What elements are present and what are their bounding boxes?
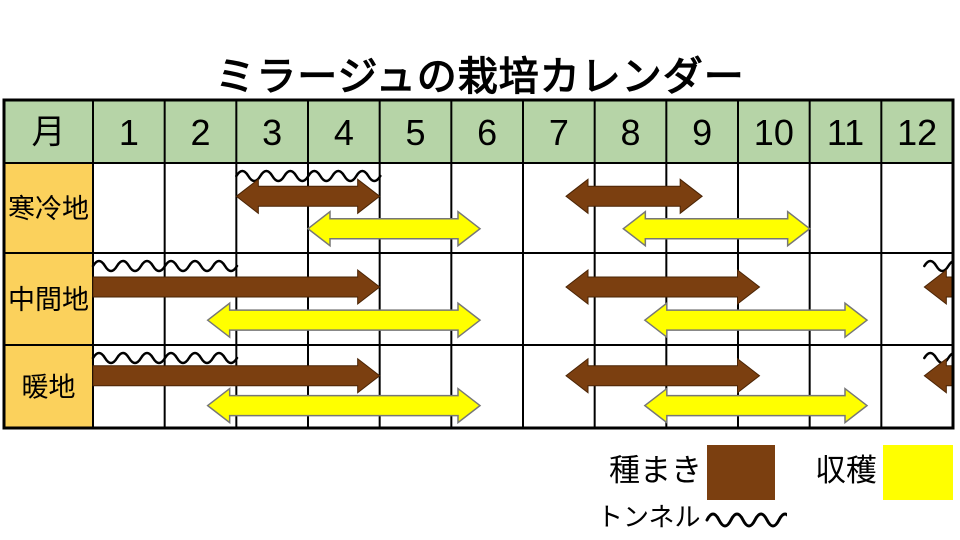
region-label: 寒冷地 (8, 194, 89, 224)
sowing-arrow (92, 357, 381, 394)
sowing-arrow (923, 357, 952, 394)
harvest-arrow (206, 387, 482, 425)
legend-harvest-label: 収穫 (815, 453, 877, 488)
tunnel-wave (91, 351, 239, 365)
tunnel-wave (235, 169, 382, 183)
legend-harvest-swatch (883, 445, 953, 500)
month-header-label: 12 (897, 112, 937, 153)
harvest-arrow (206, 301, 482, 339)
tunnel-wave (91, 259, 239, 273)
period-marks-layer (91, 169, 952, 425)
sowing-arrow (923, 269, 952, 306)
legend-tunnel-label: トンネル (597, 502, 701, 532)
legend-tunnel-wave (705, 512, 787, 528)
month-header-label: 9 (692, 112, 712, 153)
month-header-label: 5 (405, 112, 425, 153)
legend-tunnel-wave-icon (705, 512, 787, 528)
month-header-label: 1 (119, 112, 139, 153)
month-header-label: 10 (754, 112, 794, 153)
region-label: 中間地 (8, 285, 89, 315)
month-axis-title: 月 (32, 114, 66, 152)
harvest-arrow (306, 210, 482, 248)
page-title: ミラージュの栽培カレンダー (215, 55, 745, 99)
month-header-label: 6 (477, 112, 497, 153)
tunnel-wave (923, 259, 952, 273)
region-label: 暖地 (22, 373, 76, 403)
sowing-arrow (565, 178, 703, 215)
sowing-arrow (92, 269, 381, 306)
legend-sowing-swatch (707, 445, 775, 500)
sowing-arrow (565, 269, 761, 306)
harvest-arrow (643, 387, 869, 425)
legend-sowing-label: 種まき (609, 453, 702, 488)
month-header-label: 8 (620, 112, 640, 153)
month-header-label: 3 (262, 112, 282, 153)
table-outer-border (2, 98, 955, 430)
region-label-cell (4, 163, 93, 253)
sowing-arrow (235, 178, 381, 215)
header-row-background (4, 100, 953, 163)
month-header-label: 11 (827, 112, 864, 153)
region-label-cell (4, 345, 93, 428)
sowing-arrow (565, 357, 761, 394)
harvest-arrow (643, 301, 869, 339)
month-header-label: 2 (190, 112, 210, 153)
region-label-cell (4, 253, 93, 345)
month-header-label: 7 (549, 112, 569, 153)
month-header-label: 4 (334, 112, 354, 153)
harvest-arrow (622, 210, 811, 248)
